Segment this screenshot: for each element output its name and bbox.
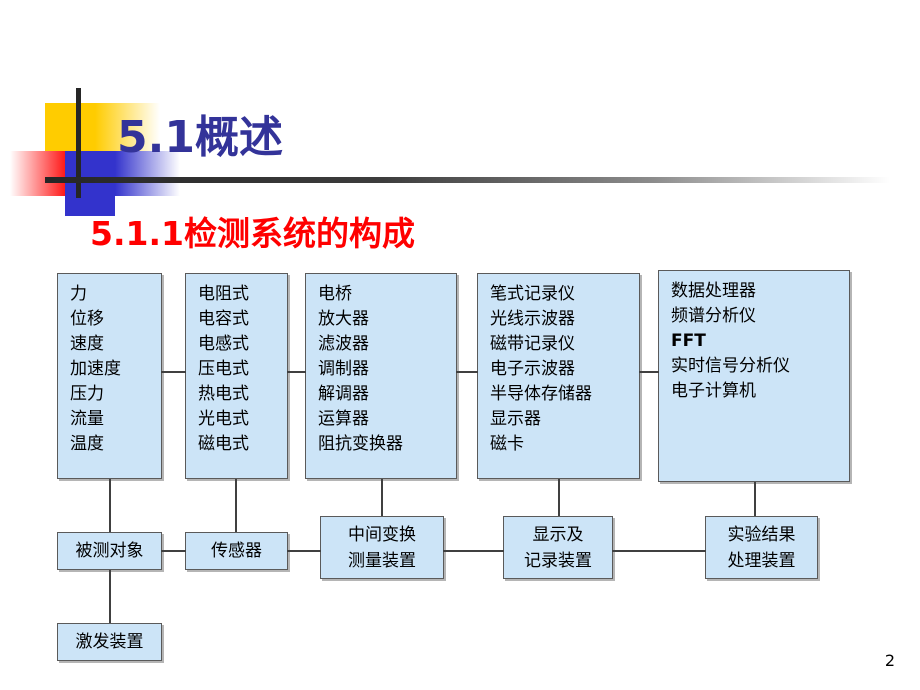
connector-vertical-measured-object xyxy=(109,479,111,532)
decoration-blue-gradient xyxy=(115,151,180,196)
box-line: 压力 xyxy=(70,384,104,404)
box-line: 解调器 xyxy=(318,384,369,404)
box-line: 加速度 xyxy=(70,359,121,379)
connector-vertical-result xyxy=(754,482,756,516)
diagram-box-intermediate-conversion: 中间变换 测量装置 xyxy=(320,516,444,579)
connector-vertical-display xyxy=(558,479,560,516)
connector-top-1-2 xyxy=(161,371,186,373)
box-line: 力 xyxy=(70,284,87,304)
connector-vertical-excitation xyxy=(109,570,111,623)
connector-bottom-sensor-intermediate xyxy=(287,550,321,552)
box-line: 实时信号分析仪 xyxy=(671,356,790,376)
diagram-box-result-processing: 实验结果 处理装置 xyxy=(705,516,818,579)
box-line: 笔式记录仪 xyxy=(490,284,575,304)
box-line: 流量 xyxy=(70,409,104,429)
box-line: 电阻式 xyxy=(198,284,249,304)
page-subtitle: 5.1.1检测系统的构成 xyxy=(90,214,415,253)
box-line: 调制器 xyxy=(318,359,369,379)
diagram-box-measured-quantities: 力 位移 速度 加速度 压力 流量 温度 xyxy=(57,273,162,479)
connector-bottom-intermediate-display xyxy=(443,550,504,552)
box-line: 数据处理器 xyxy=(671,281,756,301)
diagram-box-recording-devices: 笔式记录仪 光线示波器 磁带记录仪 电子示波器 半导体存储器 显示器 磁卡 xyxy=(477,273,640,479)
box-line: 测量装置 xyxy=(348,550,416,571)
box-line-fft: FFT xyxy=(671,331,706,351)
page-title: 5.1概述 xyxy=(117,112,283,163)
diagram-box-excitation-device: 激发装置 xyxy=(57,623,162,661)
box-line: 电容式 xyxy=(198,309,249,329)
box-line: 电子示波器 xyxy=(490,359,575,379)
decoration-vertical-bar xyxy=(76,88,81,198)
box-line: 激发装置 xyxy=(75,632,144,652)
decoration-blue-square xyxy=(65,151,115,216)
box-line: 温度 xyxy=(70,434,104,454)
box-line: 处理装置 xyxy=(727,550,796,571)
box-line: 中间变换 xyxy=(348,524,416,545)
box-line: 滤波器 xyxy=(318,334,369,354)
box-line: 显示及 xyxy=(532,524,584,545)
box-line: 压电式 xyxy=(198,359,249,379)
box-line: 速度 xyxy=(70,334,104,354)
box-line: 显示器 xyxy=(490,409,541,429)
box-line: 热电式 xyxy=(198,384,249,404)
diagram-box-intermediate-devices: 电桥 放大器 滤波器 调制器 解调器 运算器 阻抗变换器 xyxy=(305,273,457,479)
diagram-box-sensor: 传感器 xyxy=(185,532,288,570)
box-line: 记录装置 xyxy=(524,550,592,571)
diagram-box-display-record: 显示及 记录装置 xyxy=(503,516,613,579)
decoration-yellow-gradient xyxy=(95,103,160,151)
diagram-box-processing-devices: 数据处理器 频谱分析仪 FFT 实时信号分析仪 电子计算机 xyxy=(658,270,850,482)
box-line: 半导体存储器 xyxy=(490,384,592,404)
box-line: 传感器 xyxy=(211,541,262,561)
decoration-horizontal-rule xyxy=(45,177,890,183)
box-line: 磁带记录仪 xyxy=(490,334,575,354)
connector-vertical-intermediate xyxy=(381,479,383,516)
box-line: 被测对象 xyxy=(75,541,144,561)
box-line: 光线示波器 xyxy=(490,309,575,329)
box-line: 电感式 xyxy=(198,334,249,354)
box-line: 电子计算机 xyxy=(671,381,756,401)
box-line: 位移 xyxy=(70,309,104,329)
page-number: 2 xyxy=(884,651,895,670)
box-line: 放大器 xyxy=(318,309,369,329)
box-line: 磁电式 xyxy=(198,434,249,454)
connector-top-3-4 xyxy=(456,371,478,373)
diagram-box-measured-object: 被测对象 xyxy=(57,532,162,570)
box-line: 阻抗变换器 xyxy=(318,434,403,454)
diagram-box-sensor-types: 电阻式 电容式 电感式 压电式 热电式 光电式 磁电式 xyxy=(185,273,288,479)
connector-top-4-5 xyxy=(639,371,659,373)
box-line: 电桥 xyxy=(318,284,352,304)
box-line: 磁卡 xyxy=(490,434,524,454)
box-line: 运算器 xyxy=(318,409,369,429)
box-line: 频谱分析仪 xyxy=(671,306,756,326)
box-line: 实验结果 xyxy=(727,524,796,545)
box-line: 光电式 xyxy=(198,409,249,429)
connector-bottom-display-result xyxy=(612,550,706,552)
decoration-red-gradient xyxy=(10,151,65,196)
connector-bottom-object-sensor xyxy=(161,550,186,552)
connector-vertical-sensor xyxy=(235,479,237,532)
decoration-yellow-square xyxy=(45,103,95,151)
connector-top-2-3 xyxy=(287,371,306,373)
